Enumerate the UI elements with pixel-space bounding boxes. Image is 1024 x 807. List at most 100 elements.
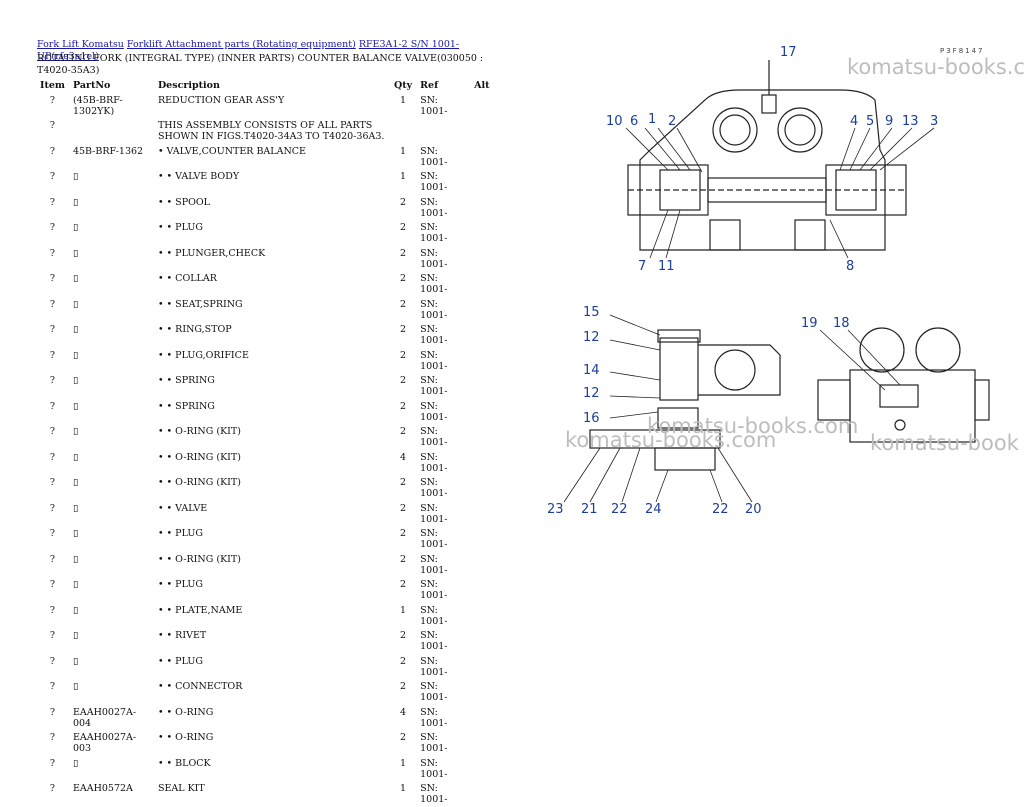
alt-cell (470, 782, 493, 807)
alt-cell (470, 170, 493, 196)
callout-7: 7 (638, 259, 646, 274)
parts-table: Item PartNo Description Qty Ref Alt ?(45… (36, 79, 494, 807)
alt-cell (470, 374, 493, 400)
ref-cell: SN: 1001- (416, 603, 470, 629)
ref-cell: SN: 1001- (416, 144, 470, 170)
partno-cell: EAAH0027A-003 (69, 731, 154, 757)
alt-cell (470, 476, 493, 502)
alt-cell (470, 654, 493, 680)
item-cell: ? (36, 476, 69, 502)
qty-cell: 2 (390, 425, 416, 451)
alt-cell (470, 323, 493, 349)
partno-cell: ▯ (69, 399, 154, 425)
check-valve-cap (658, 330, 700, 342)
alt-cell (470, 629, 493, 655)
callout-22a: 22 (611, 502, 628, 517)
watermark-4: komatsu-book (870, 431, 1019, 455)
callout-15: 15 (583, 305, 600, 320)
item-cell: ? (36, 680, 69, 706)
callout-14: 14 (583, 363, 600, 378)
item-cell: ? (36, 705, 69, 731)
ref-cell: SN: 1001- (416, 629, 470, 655)
callout-9: 9 (885, 114, 893, 129)
description-cell: SEAL KIT (154, 782, 390, 807)
partno-cell: ▯ (69, 348, 154, 374)
description-cell: REDUCTION GEAR ASS'Y (154, 93, 390, 119)
header-partno: PartNo (69, 79, 154, 93)
breadcrumb-link-attachment-parts[interactable]: Forklift Attachment parts (Rotating equi… (127, 39, 356, 50)
leader-12b (610, 396, 660, 398)
watermark-3: komatsu-books.com (565, 428, 776, 452)
qty-cell: 1 (390, 756, 416, 782)
callout-16: 16 (583, 411, 600, 426)
callout-13: 13 (902, 114, 919, 129)
ref-cell: SN: 1001- (416, 195, 470, 221)
qty-cell: 1 (390, 144, 416, 170)
callout-4: 4 (850, 114, 858, 129)
ref-cell: SN: 1001- (416, 425, 470, 451)
callout-18: 18 (833, 316, 850, 331)
alt-cell (470, 348, 493, 374)
leader-12a (610, 340, 660, 350)
description-cell: • • SPOOL (154, 195, 390, 221)
figure-code: P3F8147 (940, 47, 985, 55)
description-cell: • • PLUG (154, 654, 390, 680)
side-plug-right (975, 380, 989, 420)
alt-cell (470, 450, 493, 476)
partno-cell: ▯ (69, 323, 154, 349)
qty-cell: 2 (390, 221, 416, 247)
partno-cell: ▯ (69, 629, 154, 655)
description-cell: • • O-RING (KIT) (154, 450, 390, 476)
qty-cell: 2 (390, 501, 416, 527)
qty-cell: 2 (390, 680, 416, 706)
description-cell: • • COLLAR (154, 272, 390, 298)
description-cell: • • O-RING (154, 705, 390, 731)
check-valve-stack (660, 338, 698, 400)
alt-cell (470, 680, 493, 706)
description-cell: • • RING,STOP (154, 323, 390, 349)
description-cell: • • PLUNGER,CHECK (154, 246, 390, 272)
qty-cell: 2 (390, 246, 416, 272)
description-cell: • • PLUG (154, 221, 390, 247)
header-item: Item (36, 79, 69, 93)
item-cell: ? (36, 374, 69, 400)
item-cell: ? (36, 195, 69, 221)
partno-cell: ▯ (69, 221, 154, 247)
header-alt: Alt (470, 79, 493, 93)
qty-cell: 2 (390, 272, 416, 298)
rivet (895, 420, 905, 430)
breadcrumb-link-forklift-komatsu[interactable]: Fork Lift Komatsu (37, 39, 124, 50)
callout-6: 6 (630, 114, 638, 129)
description-cell: • • SPRING (154, 399, 390, 425)
callout-21: 21 (581, 502, 598, 517)
leader-22a (622, 448, 640, 502)
item-cell: ? (36, 170, 69, 196)
leader-22b (710, 470, 722, 502)
partno-cell: ▯ (69, 603, 154, 629)
item-cell: ? (36, 756, 69, 782)
qty-cell: 2 (390, 323, 416, 349)
item-cell: ? (36, 221, 69, 247)
qty-cell: 1 (390, 170, 416, 196)
qty-cell: 2 (390, 552, 416, 578)
callout-19: 19 (801, 316, 818, 331)
item-cell: ? (36, 399, 69, 425)
alt-cell (470, 297, 493, 323)
item-cell: ? (36, 527, 69, 553)
description-cell: • • PLUG (154, 578, 390, 604)
partno-cell: EAAH0027A-004 (69, 705, 154, 731)
